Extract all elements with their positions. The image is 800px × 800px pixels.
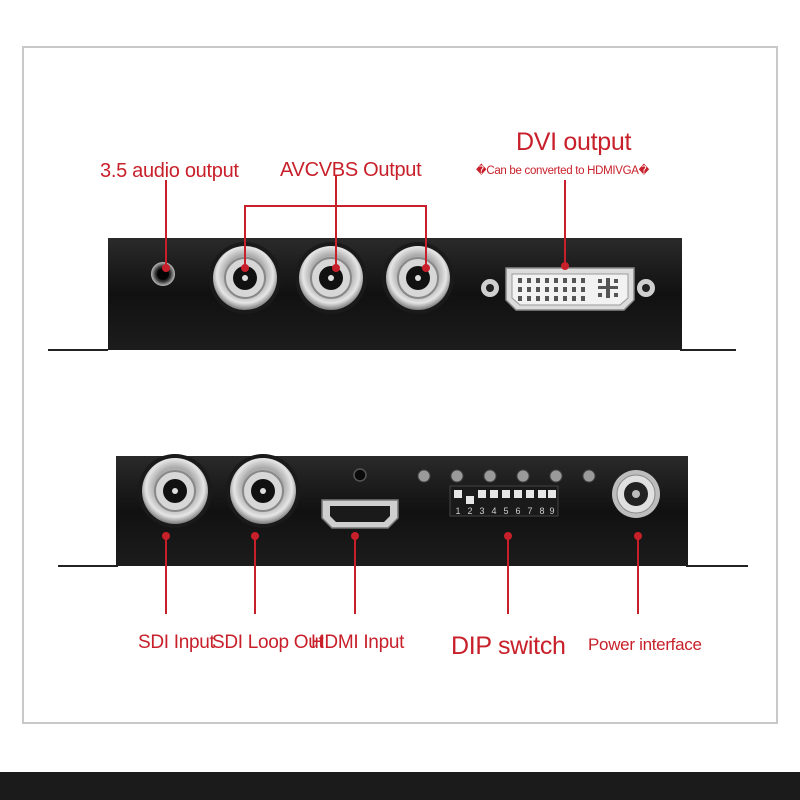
hdmi-input-label: HDMI Input (311, 632, 405, 653)
dip-switch-number: 9 (549, 506, 554, 516)
image-frame (22, 46, 778, 724)
dvi-note-label: �Can be converted to HDMIVGA� (476, 165, 649, 177)
bnc-connector-icon (138, 454, 212, 528)
dip-switch-number: 3 (479, 506, 484, 516)
led-indicator-icon (417, 469, 596, 483)
top-device (48, 238, 736, 351)
bnc-connector-icon (209, 242, 281, 314)
dip-switch-number: 1 (455, 506, 460, 516)
top-callout-dots (162, 262, 569, 272)
power-jack-icon (612, 470, 660, 518)
dip-switch-number: 2 (467, 506, 472, 516)
dip-switch-number: 4 (491, 506, 496, 516)
dip-switch-number: 7 (527, 506, 532, 516)
dip-switch-number: 6 (515, 506, 520, 516)
hdmi-port-icon (321, 499, 399, 529)
sdi-input-label: SDI Input (138, 632, 215, 653)
bnc-connector-icon (295, 242, 367, 314)
power-interface-label: Power interface (588, 635, 702, 654)
bnc-connector-icon (226, 454, 300, 528)
dip-switch-number: 8 (539, 506, 544, 516)
sdi-loop-out-label: SDI Loop Out (212, 632, 324, 653)
bottom-callout-dots (162, 532, 642, 540)
audio-output-label: 3.5 audio output (100, 160, 239, 182)
dvi-port-icon (481, 267, 655, 311)
dvi-output-label: DVI output (516, 128, 632, 156)
avcvbs-output-label: AVCVBS Output (280, 159, 422, 181)
bnc-connector-icon (382, 242, 454, 314)
top-callouts (165, 176, 566, 270)
dip-switch-number: 5 (503, 506, 508, 516)
bottom-callouts (165, 536, 639, 614)
dip-switch-label: DIP switch (451, 632, 566, 660)
bottom-bar (0, 772, 800, 800)
indicator-hole-icon (353, 468, 367, 482)
